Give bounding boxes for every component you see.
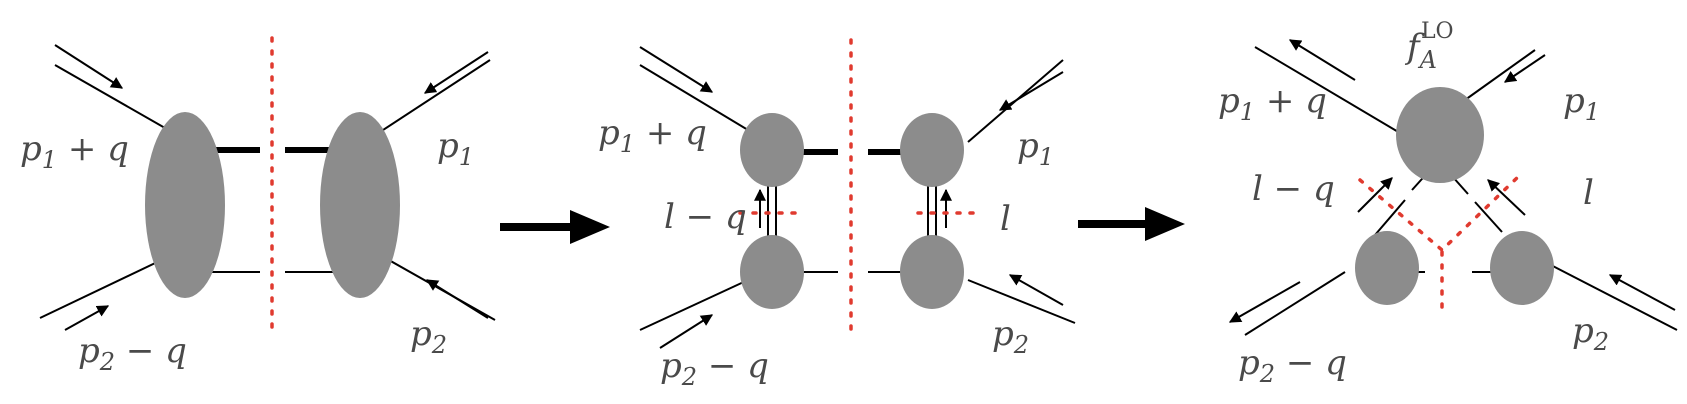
label-p1-plus-q: p1 + q [598,113,707,158]
label-p2: p2 [410,314,447,359]
momentum-arrow-icon [1008,274,1064,306]
label-f-a-lo: fALO [1404,19,1454,74]
incoming-line-top-right [1464,49,1536,101]
transition-arrow-icon [500,210,610,244]
momentum-arrow-icon [1357,177,1393,213]
momentum-arrow-icon [1504,54,1546,83]
incoming-line-top-left [54,64,173,133]
outgoing-line-bottom-left [1244,271,1346,336]
label-p2-minus-q: p2 − q [78,331,187,376]
panel-3: fALO p1 + q p2 − q p1 p2 l − q l [1218,19,1678,388]
label-p2-minus-q: p2 − q [1238,343,1347,388]
incoming-line-bottom-left [639,279,749,331]
label-p2: p2 [1572,311,1609,356]
exchange-line [1374,199,1406,236]
panel-2: p1 + q p2 − q p1 p2 l − q l [598,38,1076,391]
label-p1-plus-q: p1 + q [1218,81,1327,126]
momentum-arrow-icon [54,44,124,89]
amplitude-blob [1490,231,1554,305]
momentum-arrow-icon [659,314,714,349]
momentum-arrow-icon [423,51,489,94]
transition-arrow-icon [1078,207,1185,241]
incoming-line-bottom-right [1544,261,1678,331]
amplitude-blob [740,113,804,187]
amplitude-blob [900,235,964,309]
amplitude-blob [740,235,804,309]
momentum-arrow-icon [639,46,714,93]
label-l-minus-q: l − q [664,197,747,237]
label-l: l [1000,199,1011,239]
label-l: l [1583,173,1594,213]
amplitude-blob-left [145,112,225,298]
momentum-arrow-icon [64,305,110,331]
amplitude-blob-right [320,112,400,298]
label-l-minus-q: l − q [1252,169,1335,209]
incoming-line-bottom-right [967,279,1076,324]
label-p1: p1 [1017,126,1054,171]
cut-line-v [1358,173,1522,253]
label-p2-minus-q: p2 − q [660,346,769,391]
amplitude-blob [900,113,964,187]
momentum-arrow-icon [425,279,489,319]
amplitude-blob [1355,231,1419,305]
incoming-line-bottom-left [39,254,173,319]
panel-1: p1 + q p2 − q p1 p2 [20,36,496,376]
label-p1-plus-q: p1 + q [20,129,129,174]
lo-vertex-blob [1396,87,1484,183]
label-p1: p1 [1563,81,1600,126]
momentum-arrow-icon [1288,39,1356,81]
momentum-arrow-icon [1228,281,1301,323]
incoming-line-top-right [379,59,491,133]
label-p1: p1 [437,126,474,171]
momentum-arrow-icon [998,71,1064,111]
exchange-line [1474,201,1503,233]
label-p2: p2 [992,314,1029,359]
incoming-line-top-left [639,64,749,131]
momentum-arrow-icon [1487,179,1526,216]
momentum-arrow-icon [1608,274,1676,311]
outgoing-line-top-left [1254,46,1401,134]
